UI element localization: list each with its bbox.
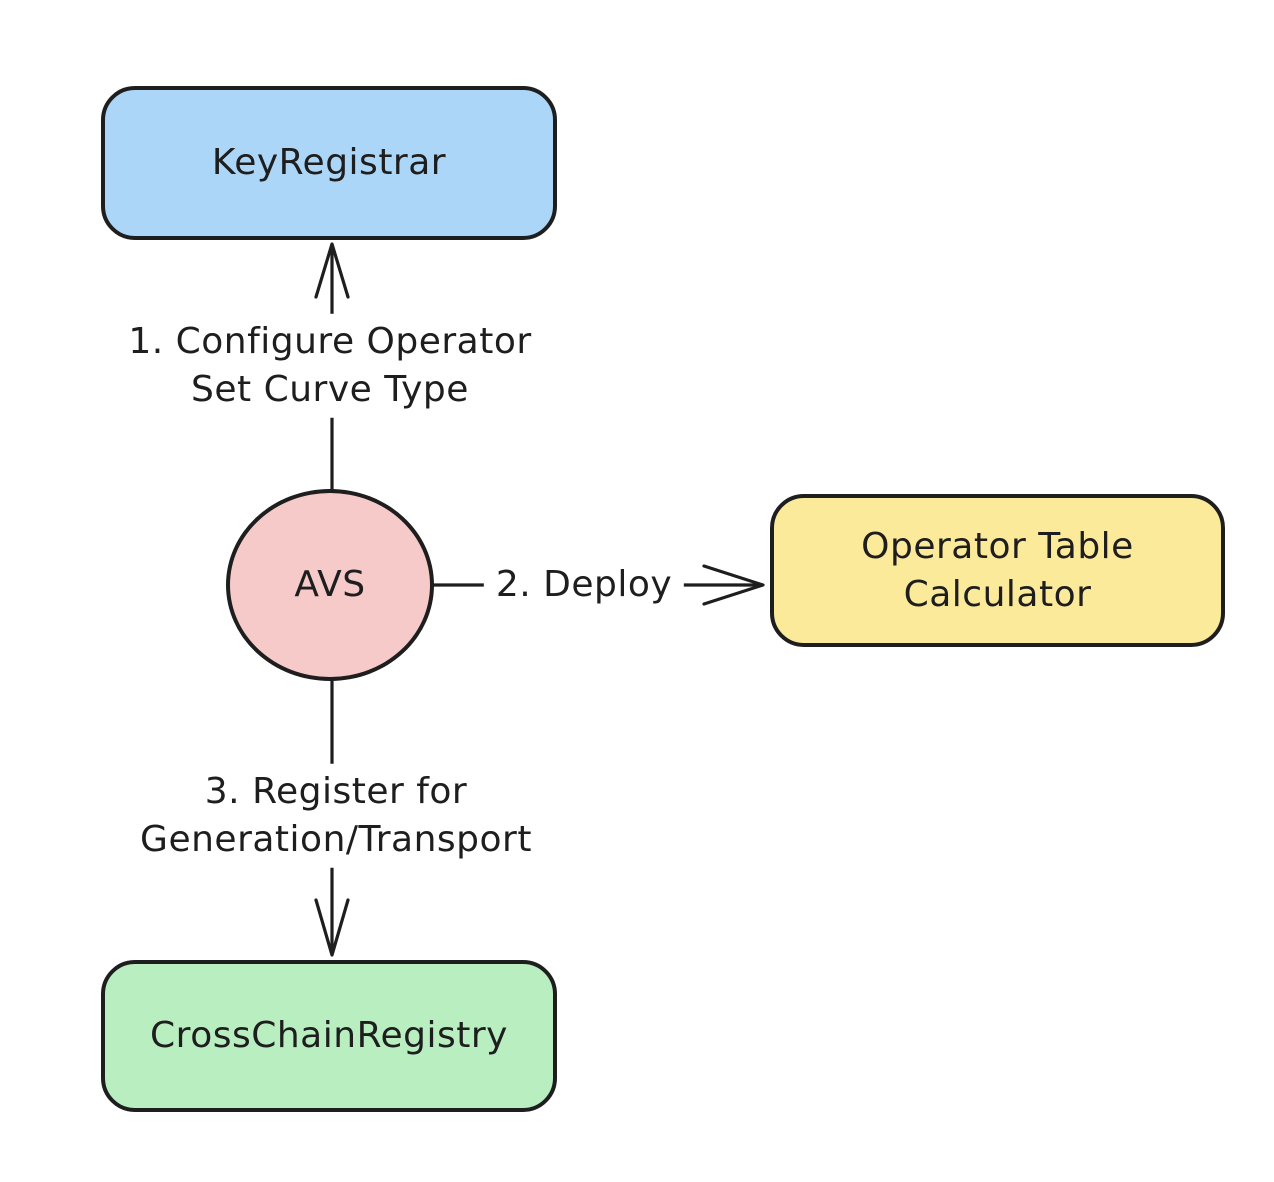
- arrowhead-right-icon: [702, 564, 765, 606]
- node-operator-table-calculator: Operator Table Calculator: [770, 494, 1225, 647]
- edge-label-deploy: 2. Deploy: [483, 556, 685, 614]
- node-label: AVS: [294, 564, 366, 606]
- arrowhead-up-icon: [314, 242, 350, 299]
- node-label: Operator Table Calculator: [861, 525, 1134, 615]
- node-cross-chain-registry: CrossChainRegistry: [101, 960, 557, 1112]
- node-key-registrar: KeyRegistrar: [101, 86, 557, 240]
- edge-label-register-for-generation-transport: 3. Register for Generation/Transport: [128, 763, 544, 869]
- node-label: KeyRegistrar: [211, 142, 447, 184]
- node-label: CrossChainRegistry: [150, 1015, 508, 1057]
- node-avs: AVS: [226, 489, 434, 681]
- edge-label-configure-operator-set-curve-type: 1. Configure Operator Set Curve Type: [116, 313, 544, 419]
- arrowhead-down-icon: [314, 898, 350, 957]
